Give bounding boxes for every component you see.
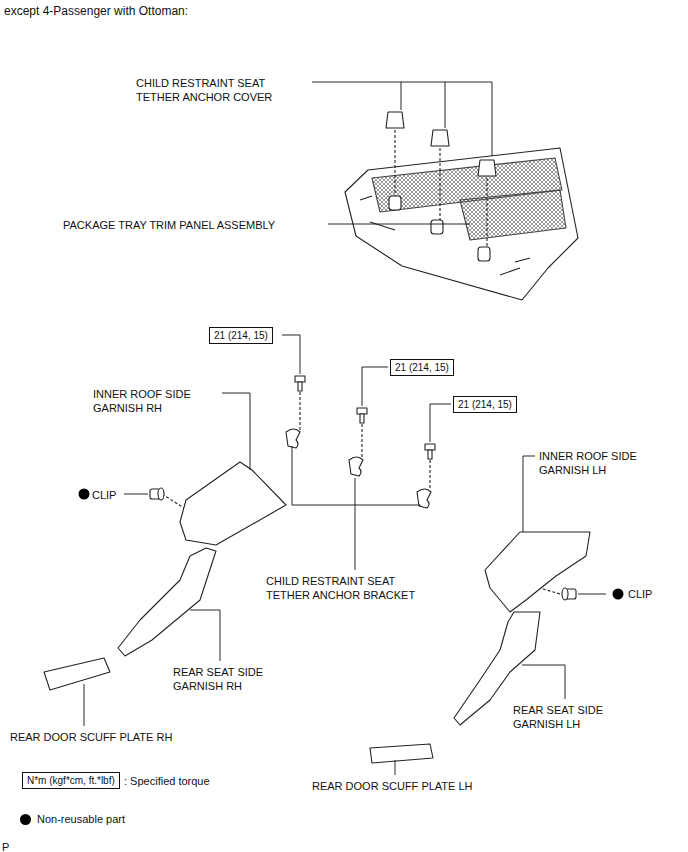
torque-value: 21 (214, 15)	[454, 397, 516, 412]
leader-line	[84, 82, 606, 775]
inner-roof-garnish-rh	[180, 462, 286, 545]
torque-box: 21 (214, 15)	[209, 327, 273, 344]
legend-text: : Specified torque	[124, 774, 210, 788]
part-name: REAR SEAT SIDE GARNISH LH	[513, 703, 635, 731]
legend-swatch	[20, 814, 31, 825]
part-name: CHILD RESTRAINT SEAT TETHER ANCHOR COVER	[136, 76, 306, 104]
torque-box: 21 (214, 15)	[390, 359, 454, 376]
part-name: CLIP	[628, 587, 652, 601]
torque-value: N*m (kgf*cm, ft.*lbf)	[23, 773, 119, 788]
torque-unit-box: N*m (kgf*cm, ft.*lbf)	[22, 772, 120, 789]
part-name: REAR SEAT SIDE GARNISH RH	[173, 665, 295, 693]
anchor-cover	[386, 112, 496, 176]
torque-box: 21 (214, 15)	[453, 396, 517, 413]
part-name: CHILD RESTRAINT SEAT TETHER ANCHOR BRACK…	[266, 574, 438, 602]
rear-seat-garnish-rh	[118, 548, 216, 656]
clip	[562, 588, 576, 600]
clip	[150, 488, 164, 500]
anchor-bracket	[286, 429, 431, 508]
torque-value: 21 (214, 15)	[391, 360, 453, 375]
bolt	[295, 376, 435, 459]
title: except 4-Passenger with Ottoman:	[4, 4, 188, 18]
page-code: P	[2, 840, 9, 852]
part-name: REAR DOOR SCUFF PLATE RH	[10, 730, 172, 744]
legend-text: Non-reusable part	[37, 812, 125, 826]
scuff-plate-rh	[44, 658, 110, 690]
part-name: INNER ROOF SIDE GARNISH LH	[539, 449, 665, 477]
part-name: INNER ROOF SIDE GARNISH RH	[93, 387, 219, 415]
part-name: CLIP	[92, 488, 116, 502]
assembly-line	[162, 130, 560, 594]
part-name: PACKAGE TRAY TRIM PANEL ASSEMBLY	[63, 218, 275, 232]
scuff-plate-lh	[370, 744, 433, 763]
torque-value: 21 (214, 15)	[210, 328, 272, 343]
part-name: REAR DOOR SCUFF PLATE LH	[312, 779, 473, 793]
inner-roof-garnish-lh	[485, 532, 590, 612]
